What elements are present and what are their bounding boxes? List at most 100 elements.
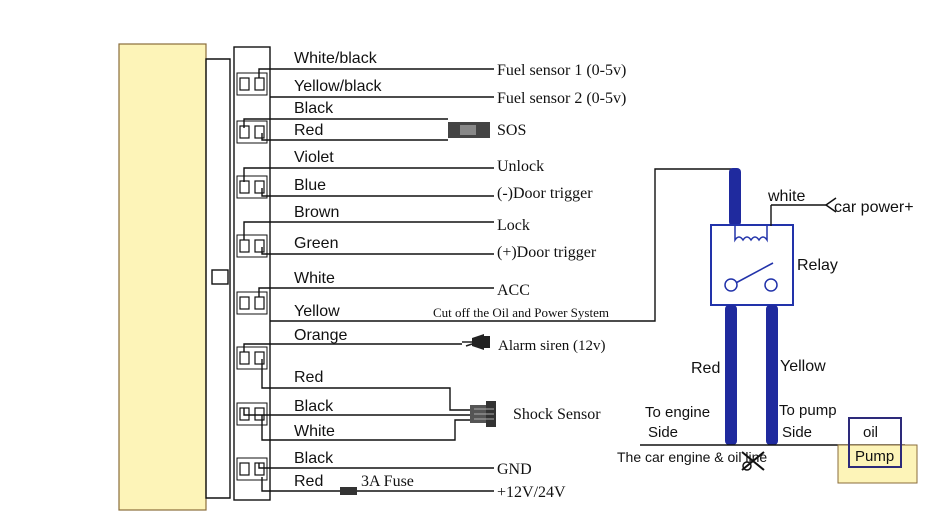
sos-button-face-icon (460, 125, 476, 135)
connector-pins (236, 72, 268, 481)
connector-pin (254, 351, 265, 365)
wire-trace (243, 167, 494, 182)
connector-pin (254, 125, 265, 139)
connector-pin (254, 239, 265, 253)
dest-cutoff: Cut off the Oil and Power System (433, 305, 609, 320)
wire-label-red-power: Red (294, 473, 323, 490)
wire-trace (258, 68, 494, 78)
relay-label: Relay (797, 257, 838, 274)
yellow-harness (766, 305, 778, 445)
wire-trace (261, 247, 494, 255)
pin-pair-frame (236, 346, 268, 370)
relay-switch-icon (731, 262, 774, 286)
engine-side-label-2: Side (648, 424, 678, 441)
pump-base (837, 444, 918, 484)
pin-pair-frame (236, 72, 268, 96)
wire-trace (243, 221, 494, 240)
connector-pin (254, 296, 265, 310)
connector-pin (254, 180, 265, 194)
wire-trace (261, 359, 470, 411)
dest-fuse: 3A Fuse (361, 473, 414, 490)
relay-section (270, 168, 918, 484)
dest-alarm-siren: Alarm siren (12v) (498, 338, 605, 354)
wire-label-brown: Brown (294, 204, 339, 221)
wire-trace (261, 133, 448, 141)
dest-door-trigger-negative: (-)Door trigger (497, 185, 593, 202)
tracker-device (118, 43, 207, 511)
relay-input-harness (729, 168, 741, 226)
fuse-icon (340, 487, 357, 495)
shock-sensor-icon (470, 401, 496, 427)
wire-label-white-acc: White (294, 270, 335, 287)
dest-power: +12V/24V (497, 484, 566, 501)
pin-pair-frame (236, 402, 268, 426)
pin-pair-frame (236, 291, 268, 315)
dest-sos: SOS (497, 122, 526, 139)
wire-label-white-shock: White (294, 423, 335, 440)
connector-pin (239, 239, 250, 253)
wire-label-black-sos: Black (294, 100, 334, 117)
wire-label-black-gnd: Black (294, 450, 334, 467)
relay-contact-left-icon (724, 278, 738, 292)
connector-pin (239, 180, 250, 194)
pin-pair-frame (236, 120, 268, 144)
red-harness (725, 305, 737, 445)
pin-pair-frame (236, 175, 268, 199)
connector-block (233, 46, 271, 501)
dest-lock: Lock (497, 217, 530, 234)
wire-label-orange: Orange (294, 327, 347, 344)
connector-pin (254, 77, 265, 91)
dest-acc: ACC (497, 282, 530, 299)
connector-pin (239, 296, 250, 310)
relay-coil-icon (734, 226, 768, 243)
cut-scissors-icon (741, 451, 765, 471)
pump-box (848, 417, 902, 468)
wire-label-red-shock: Red (294, 369, 323, 386)
connector-housing (205, 58, 231, 499)
wire-trace (243, 118, 448, 128)
wire-lines (243, 68, 494, 492)
wire-label-red-sos: Red (294, 122, 323, 139)
car-power-arrow-icon (825, 197, 837, 213)
wire-trace (258, 463, 494, 469)
wire-label-white-black: White/black (294, 50, 378, 67)
connector-pin (254, 407, 265, 421)
dest-fuel-sensor-2: Fuel sensor 2 (0-5v) (497, 90, 626, 107)
pin-pair-frame (236, 457, 268, 481)
cut-scissors-handle-icon (742, 461, 752, 471)
pin-pair-frame (236, 234, 268, 258)
pump-label: Pump (855, 448, 894, 465)
dest-shock-sensor: Shock Sensor (513, 406, 601, 423)
oil-line-label: The car engine & oil line (617, 449, 767, 465)
dest-unlock: Unlock (497, 158, 544, 175)
pump-side-label-2: Side (782, 424, 812, 441)
wire-trace (261, 477, 494, 492)
siren-icon (462, 334, 490, 350)
wire-label-black-shock: Black (294, 398, 334, 415)
wire-label-yellow-cutoff: Yellow (294, 303, 340, 320)
dest-door-trigger-positive: (+)Door trigger (497, 244, 597, 261)
pump-oil-label: oil (863, 424, 878, 441)
wire-trace (261, 188, 494, 197)
relay-red-label: Red (691, 360, 720, 377)
wire-trace (243, 408, 470, 416)
wire-label-green: Green (294, 235, 338, 252)
cutoff-wire (270, 168, 736, 322)
wire-label-yellow-black: Yellow/black (294, 78, 382, 95)
pump-side-label-1: To pump (779, 402, 837, 419)
wire-trace (243, 343, 462, 352)
relay-yellow-label: Yellow (780, 358, 826, 375)
connector-pin (239, 462, 250, 476)
wire-trace (261, 415, 470, 441)
connector-tab (211, 269, 229, 285)
relay-contact-right-icon (764, 278, 778, 292)
dest-gnd: GND (497, 461, 532, 478)
relay-car-power-label: car power+ (834, 199, 914, 216)
connector-pin (239, 77, 250, 91)
engine-side-label-1: To engine (645, 404, 710, 421)
connector-pin (239, 351, 250, 365)
wire-trace (258, 287, 494, 297)
wire-label-violet: Violet (294, 149, 334, 166)
wire-label-blue: Blue (294, 177, 326, 194)
